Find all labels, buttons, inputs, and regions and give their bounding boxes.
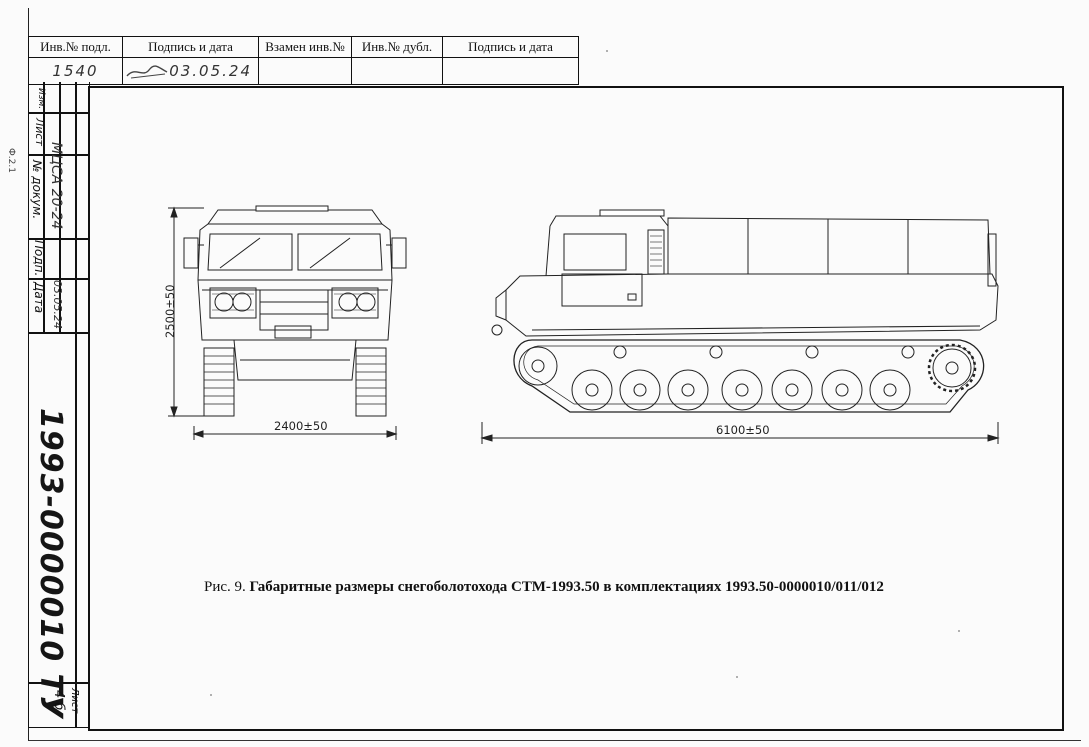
side-label-list: Лист	[33, 118, 46, 146]
front-view	[168, 205, 407, 440]
length-dimension: 6100±50	[716, 423, 770, 437]
signature-icon	[126, 64, 168, 78]
stamp-header-inv-podl: Инв.№ подл.	[28, 36, 123, 58]
caption-text: Габаритные размеры снегоболотохода СТМ-1…	[249, 579, 884, 595]
width-dimension: 2400±50	[274, 419, 328, 433]
document-number: 1993-0000010 ТУ	[33, 408, 68, 720]
stamp-table: Инв.№ подл. Подпись и дата Взамен инв.№ …	[28, 36, 579, 85]
stamp-header-sign-date-2: Подпись и дата	[442, 36, 579, 58]
side-label-izm: Изм.	[36, 88, 46, 110]
figure-caption: Рис. 9. Габаритные размеры снегоболотохо…	[204, 579, 884, 596]
stamp-header-inv-dubl: Инв.№ дубл.	[351, 36, 443, 58]
stamp-sign-date-2-value	[442, 57, 579, 85]
stamp-sign-date: 03.05.24	[122, 57, 259, 85]
vehicle-drawing: 2500±50 2400±50 6100±50	[163, 205, 1000, 444]
side-view	[480, 209, 1000, 444]
stamp-header-vzamen: Взамен инв.№	[258, 36, 352, 58]
side-label-data: Дата	[32, 282, 46, 314]
side-handwritten-doc: МЦСА 20-24	[48, 142, 64, 230]
sheet-label: Лист	[69, 688, 80, 714]
sheet-number: 4 б	[51, 690, 66, 711]
side-handwritten-date: 03.05.24	[51, 280, 64, 329]
stamp-date-value: 03.05.24	[169, 62, 252, 80]
side-label-podp: Подп.	[32, 240, 46, 277]
drawing-frame	[88, 86, 1064, 731]
margin-mark: Ф.2.1	[6, 148, 16, 173]
stamp-vzamen-value	[258, 57, 352, 85]
stamp-header-sign-date: Подпись и дата	[122, 36, 259, 58]
stamp-inv-dubl-value	[351, 57, 443, 85]
height-dimension: 2500±50	[163, 284, 177, 338]
side-label-doc-no: № докум.	[30, 160, 44, 220]
stamp-inv-no: 1540	[28, 57, 123, 85]
caption-prefix: Рис. 9.	[204, 579, 246, 595]
